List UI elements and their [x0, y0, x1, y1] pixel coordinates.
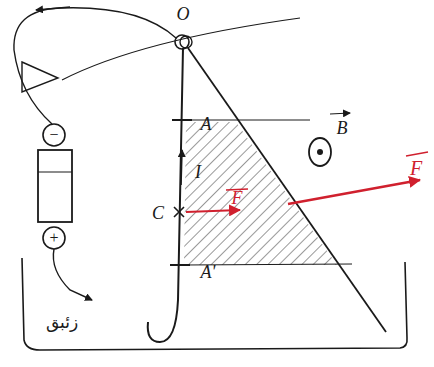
axis-line	[62, 18, 300, 80]
terminal-sign: +	[49, 230, 58, 246]
point-label: O	[177, 5, 190, 23]
force-label: F	[410, 158, 422, 178]
support-line	[188, 48, 386, 332]
field-symbol	[317, 149, 323, 155]
material-label: زئبق	[46, 314, 78, 331]
rod	[148, 48, 183, 342]
point-mark	[174, 207, 184, 217]
battery	[38, 171, 72, 172]
force-label: F	[232, 189, 243, 207]
current-label: I	[195, 163, 201, 181]
wire	[14, 8, 176, 124]
terminal	[43, 227, 65, 249]
vector-bar	[330, 113, 350, 114]
terminal	[43, 124, 65, 146]
field-label: B	[337, 119, 348, 137]
pivot	[180, 36, 192, 48]
current-arrow	[181, 150, 182, 185]
field-symbol	[309, 138, 331, 166]
point-label: A	[201, 115, 212, 133]
wire	[53, 249, 92, 300]
battery	[38, 150, 72, 222]
force-arrow	[186, 210, 240, 212]
tick	[170, 264, 190, 266]
point-label: A'	[201, 263, 216, 281]
current-arrow	[36, 7, 70, 10]
terminal-sign: −	[49, 127, 58, 143]
force-arrow	[288, 180, 420, 204]
field-region	[184, 122, 337, 265]
vector-bar	[406, 152, 428, 156]
tick	[172, 119, 192, 121]
mercury-tray	[22, 258, 407, 350]
point-label: C	[152, 204, 164, 222]
axis-mark	[22, 62, 58, 92]
